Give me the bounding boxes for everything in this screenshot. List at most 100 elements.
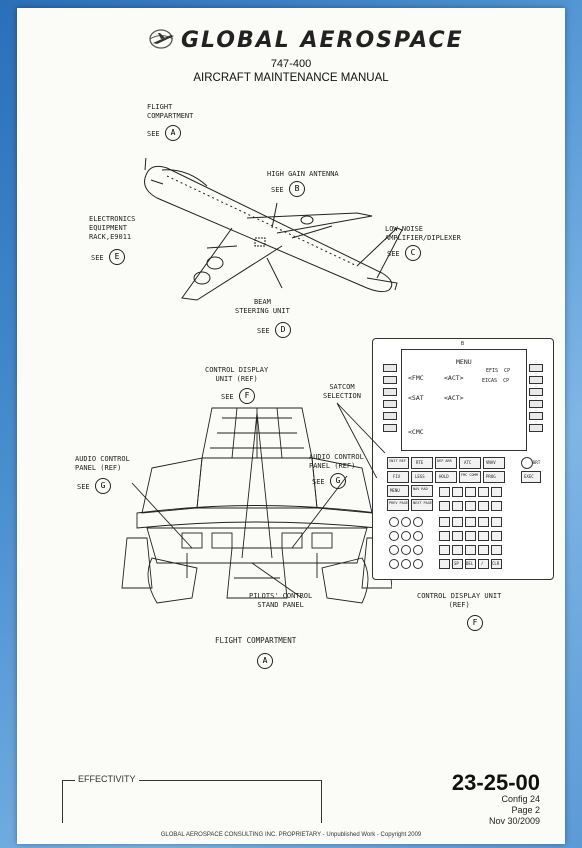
key-next-page[interactable]: NEXT PAGE [411, 499, 433, 511]
key-b[interactable] [452, 487, 463, 497]
key-9[interactable] [413, 545, 423, 555]
key-z[interactable] [439, 559, 450, 569]
see-c-label: SEE [387, 250, 400, 258]
key-c[interactable] [465, 487, 476, 497]
lsk-3l[interactable] [383, 388, 397, 396]
lsk-4r[interactable] [529, 400, 543, 408]
lsk-5l[interactable] [383, 412, 397, 420]
ref-circle-d: D [275, 322, 291, 338]
lsk-6r[interactable] [529, 424, 543, 432]
key-legs[interactable]: LEGS [411, 471, 433, 483]
document-number: 23-25-00 [451, 770, 540, 795]
brt-knob[interactable] [521, 457, 533, 469]
key-init-ref[interactable]: INIT REF [387, 457, 409, 469]
ref-circle-g-left: G [95, 478, 111, 494]
key-clr[interactable]: CLR [491, 559, 502, 569]
lsk-4l[interactable] [383, 400, 397, 408]
proprietary-footer: GLOBAL AEROSPACE CONSULTING INC. PROPRIE… [160, 832, 422, 838]
key-m[interactable] [465, 517, 476, 527]
key-o[interactable] [491, 517, 502, 527]
key-5[interactable] [401, 531, 411, 541]
key-atc[interactable]: ATC [459, 457, 481, 469]
key-prev-page-label: PREV PAGE [389, 501, 408, 505]
key-menu-label: MENU [390, 488, 400, 493]
key-sp-label: SP [454, 561, 459, 566]
key-k[interactable] [439, 517, 450, 527]
key-w[interactable] [465, 545, 476, 555]
key-dot[interactable] [389, 559, 399, 569]
key-plus-minus[interactable] [413, 559, 423, 569]
cdu-screen: MENU <FMC <ACT> EFIS CP EICAS CP <SAT <A… [401, 349, 527, 451]
key-h[interactable] [465, 501, 476, 511]
manual-title: AIRCRAFT MAINTENANCE MANUAL [193, 72, 389, 84]
key-f[interactable] [439, 501, 450, 511]
key-r[interactable] [465, 531, 476, 541]
lsk-1l[interactable] [383, 364, 397, 372]
key-exec[interactable]: EXEC [521, 471, 541, 483]
key-8[interactable] [401, 545, 411, 555]
key-x[interactable] [478, 545, 489, 555]
electronics-rack-label: ELECTRONICS EQUIPMENT RACK,E9011 [89, 215, 136, 241]
key-clr-label: CLR [492, 561, 500, 566]
key-menu[interactable]: MENU [387, 485, 409, 497]
see-d-label: SEE [257, 327, 270, 335]
lsk-5r[interactable] [529, 412, 543, 420]
key-4[interactable] [389, 531, 399, 541]
key-slash[interactable]: / [478, 559, 489, 569]
effectivity-box [62, 780, 322, 823]
lsk-3r[interactable] [529, 388, 543, 396]
key-l[interactable] [452, 517, 463, 527]
aircraft-model: 747-400 [270, 58, 312, 70]
key-dep-arr[interactable]: DEP ARR [435, 457, 457, 469]
key-i[interactable] [478, 501, 489, 511]
see-b-label: SEE [271, 186, 284, 194]
key-s[interactable] [478, 531, 489, 541]
cdu-act2: <ACT> [444, 394, 464, 402]
key-rte[interactable]: RTE [411, 457, 433, 469]
cdu-top-dot: B [461, 341, 465, 347]
key-a[interactable] [439, 487, 450, 497]
key-del[interactable]: DEL [465, 559, 476, 569]
key-slash-label: / [481, 561, 484, 566]
key-g[interactable] [452, 501, 463, 511]
key-d[interactable] [478, 487, 489, 497]
ref-circle-g-right: G [330, 473, 346, 489]
key-y[interactable] [491, 545, 502, 555]
key-0[interactable] [401, 559, 411, 569]
ref-circle-c: C [405, 245, 421, 261]
key-exec-label: EXEC [524, 474, 534, 479]
key-hold[interactable]: HOLD [435, 471, 457, 483]
key-j[interactable] [491, 501, 502, 511]
key-fix[interactable]: FIX [387, 471, 409, 483]
key-vnav[interactable]: VNAV [483, 457, 505, 469]
key-u[interactable] [439, 545, 450, 555]
key-sp[interactable]: SP [452, 559, 463, 569]
key-t[interactable] [491, 531, 502, 541]
key-nav-rad-label: NAV RAD [413, 487, 428, 491]
key-prev-page[interactable]: PREV PAGE [387, 499, 409, 511]
key-e[interactable] [491, 487, 502, 497]
cdu-efis: EFIS CP [486, 368, 511, 374]
globe-plane-logo-icon [147, 28, 177, 50]
lsk-2l[interactable] [383, 376, 397, 384]
cdu-fmc-line: <FMC [408, 374, 424, 382]
key-p[interactable] [439, 531, 450, 541]
manual-page: GLOBAL AEROSPACE 747-400 AIRCRAFT MAINTE… [17, 8, 565, 844]
key-3[interactable] [413, 517, 423, 527]
see-e-label: SEE [91, 254, 104, 262]
key-1[interactable] [389, 517, 399, 527]
key-6[interactable] [413, 531, 423, 541]
lsk-1r[interactable] [529, 364, 543, 372]
key-q[interactable] [452, 531, 463, 541]
brt-label: BRT [533, 460, 541, 465]
key-nav-rad[interactable]: NAV RAD [411, 485, 433, 497]
lsk-2r[interactable] [529, 376, 543, 384]
key-n[interactable] [478, 517, 489, 527]
key-prog[interactable]: PROG [483, 471, 505, 483]
key-fmc-comm[interactable]: FMC COMM [459, 471, 481, 483]
key-7[interactable] [389, 545, 399, 555]
cdu-panel: MENU <FMC <ACT> EFIS CP EICAS CP <SAT <A… [372, 338, 554, 580]
key-v[interactable] [452, 545, 463, 555]
lsk-6l[interactable] [383, 424, 397, 432]
key-2[interactable] [401, 517, 411, 527]
